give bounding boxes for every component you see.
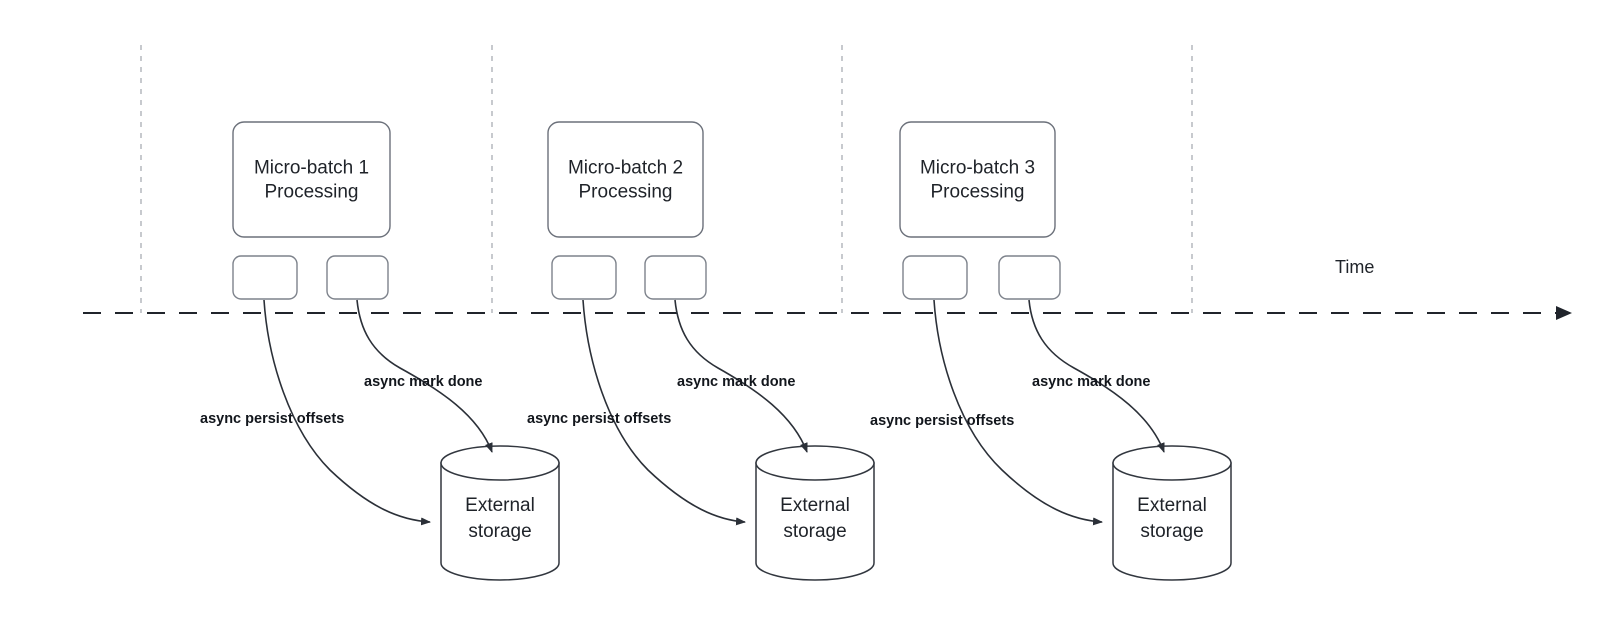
async-mark-done-label-1: async mark done — [364, 374, 482, 390]
persist-offsets-task-box-3[interactable] — [902, 255, 968, 300]
micro-batch-box-label-line1-1: Micro-batch 1 — [254, 158, 369, 179]
persist-offsets-task-box-2[interactable] — [551, 255, 617, 300]
async-persist-offsets-curve-2 — [582, 299, 746, 526]
persist-offsets-task-box-1[interactable] — [232, 255, 298, 300]
tick-line-group — [140, 45, 1193, 313]
external-storage-cylinder-body-2[interactable] — [755, 462, 875, 581]
external-storage-label-line2-2: storage — [783, 521, 846, 542]
edge-labels-layer: async persist offsets async mark done asyn… — [200, 374, 1150, 429]
mark-done-task-box-1[interactable] — [326, 255, 389, 300]
external-storage-cylinder-body-1[interactable] — [440, 462, 560, 581]
external-storage-label-line1-3: External — [1137, 495, 1207, 516]
external-storage-cylinder-body-3[interactable] — [1112, 462, 1232, 581]
micro-batch-groups-layer: Micro-batch 1ProcessingExternalstorageMi… — [232, 121, 1232, 581]
async-mark-done-curve-2 — [674, 299, 808, 453]
external-storage-cylinder-top-3 — [1112, 445, 1232, 481]
mark-done-task-box-3[interactable] — [998, 255, 1061, 300]
async-mark-done-label-3: async mark done — [1032, 374, 1150, 390]
timeline-arrow-icon — [1556, 306, 1572, 320]
async-persist-offsets-curve-3 — [933, 299, 1103, 526]
async-persist-offsets-label-3: async persist offsets — [870, 413, 1014, 429]
mark-done-task-box-2[interactable] — [644, 255, 707, 300]
micro-batch-box-label-line2-2: Processing — [579, 182, 673, 203]
external-storage-label-line2-3: storage — [1140, 521, 1203, 542]
async-mark-done-curve-3 — [1028, 299, 1165, 453]
micro-batch-box-label-line1-2: Micro-batch 2 — [568, 158, 683, 179]
async-persist-offsets-curve-1 — [263, 299, 431, 526]
external-storage-label-line2-1: storage — [468, 521, 531, 542]
async-mark-done-label-2: async mark done — [677, 374, 795, 390]
micro-batch-box-2[interactable] — [547, 121, 704, 238]
external-storage-cylinder-top-1 — [440, 445, 560, 481]
external-storage-label-line1-1: External — [465, 495, 535, 516]
micro-batch-box-label-line2-1: Processing — [265, 182, 359, 203]
time-axis-label: Time — [1335, 257, 1374, 277]
micro-batch-box-label-line1-3: Micro-batch 3 — [920, 158, 1035, 179]
timeline-axis-group — [83, 306, 1572, 320]
async-persist-offsets-label-1: async persist offsets — [200, 411, 344, 427]
external-storage-label-line1-2: External — [780, 495, 850, 516]
async-persist-offsets-label-2: async persist offsets — [527, 411, 671, 427]
micro-batch-box-3[interactable] — [899, 121, 1056, 238]
micro-batch-box-1[interactable] — [232, 121, 391, 238]
external-storage-cylinder-top-2 — [755, 445, 875, 481]
micro-batch-box-label-line2-3: Processing — [931, 182, 1025, 203]
async-mark-done-curve-1 — [356, 299, 493, 453]
